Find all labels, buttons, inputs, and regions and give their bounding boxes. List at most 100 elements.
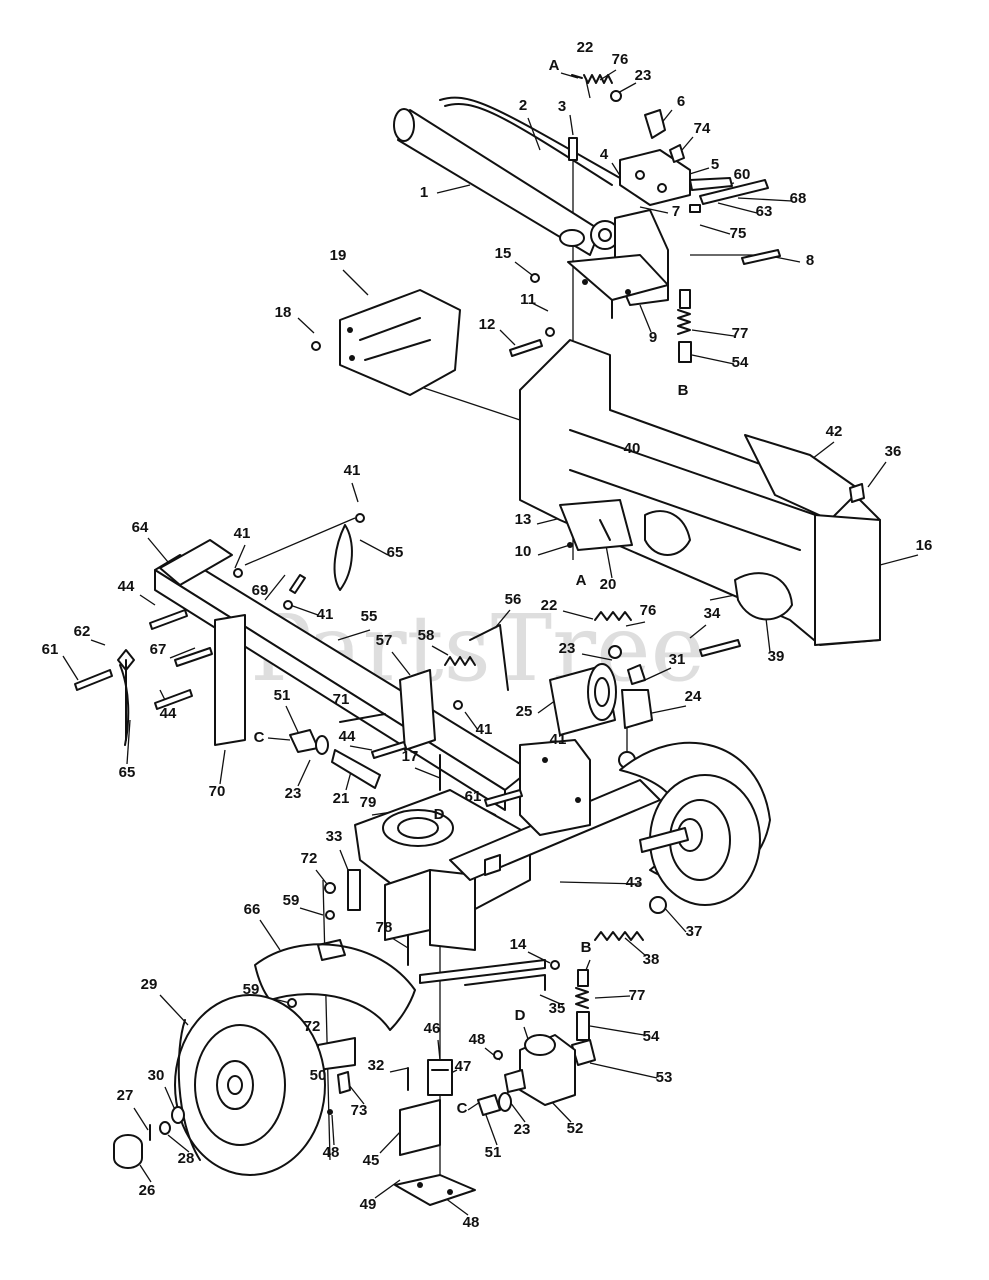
part-callout-77: 77 <box>629 987 646 1004</box>
part-callout-d: D <box>515 1007 526 1024</box>
part-callout-61: 61 <box>465 788 482 805</box>
part-callout-c: C <box>254 729 265 746</box>
part-callout-43: 43 <box>626 874 643 891</box>
part-callout-37: 37 <box>686 923 703 940</box>
part-callout-42: 42 <box>826 423 843 440</box>
nut-11 <box>545 327 555 337</box>
part-callout-45: 45 <box>363 1152 380 1169</box>
part-callout-12: 12 <box>479 316 496 333</box>
part-callout-35: 35 <box>549 1000 566 1017</box>
part-callout-23: 23 <box>514 1121 531 1138</box>
part-callout-41: 41 <box>344 462 361 479</box>
part-callout-22: 22 <box>577 39 594 56</box>
part-callout-32: 32 <box>368 1057 385 1074</box>
bolt-3 <box>568 137 578 161</box>
spring-38 <box>594 931 644 941</box>
part-callout-b: B <box>581 939 592 956</box>
part-callout-74: 74 <box>694 120 711 137</box>
part-callout-63: 63 <box>756 203 773 220</box>
part-callout-51: 51 <box>274 687 291 704</box>
part-callout-54: 54 <box>643 1028 660 1045</box>
part-callout-44: 44 <box>160 705 177 722</box>
rod-56 <box>469 624 509 691</box>
part-callout-23: 23 <box>635 67 652 84</box>
pump-mount-chassis <box>354 739 661 991</box>
part-callout-31: 31 <box>669 651 686 668</box>
part-callout-57: 57 <box>376 632 393 649</box>
part-callout-11: 11 <box>520 291 536 308</box>
part-callout-44: 44 <box>118 578 135 595</box>
part-callout-48: 48 <box>463 1214 480 1231</box>
hydraulic-pump <box>477 1034 576 1116</box>
part-callout-76: 76 <box>640 602 657 619</box>
part-callout-69: 69 <box>252 582 269 599</box>
part-callout-3: 3 <box>558 98 566 115</box>
right-wheel-fender <box>619 741 771 906</box>
part-callout-24: 24 <box>685 688 702 705</box>
part-callout-39: 39 <box>768 648 785 665</box>
oil-filter <box>549 611 653 769</box>
part-callout-28: 28 <box>178 1150 195 1167</box>
part-callout-56: 56 <box>505 591 522 608</box>
part-callout-75: 75 <box>730 225 747 242</box>
part-callout-55: 55 <box>361 608 378 625</box>
part-callout-71: 71 <box>333 691 350 708</box>
part-callout-72: 72 <box>301 850 318 867</box>
part-callout-67: 67 <box>150 641 167 658</box>
part-callout-41: 41 <box>476 721 493 738</box>
part-callout-51: 51 <box>485 1144 502 1161</box>
part-callout-62: 62 <box>74 623 91 640</box>
part-callout-21: 21 <box>333 790 350 807</box>
part-callout-76: 76 <box>612 51 629 68</box>
left-wheel <box>174 994 326 1176</box>
part-callout-a: A <box>549 57 560 74</box>
part-callout-30: 30 <box>148 1067 165 1084</box>
part-callout-47: 47 <box>455 1058 472 1075</box>
part-callout-6: 6 <box>677 93 685 110</box>
part-callout-41: 41 <box>317 606 334 623</box>
part-callout-46: 46 <box>424 1020 441 1037</box>
part-callout-59: 59 <box>243 981 260 998</box>
bracket-57 <box>399 669 436 751</box>
part-callout-48: 48 <box>469 1031 486 1048</box>
hub-cap <box>113 1106 185 1169</box>
part-callout-2: 2 <box>519 97 527 114</box>
part-callout-53: 53 <box>656 1069 673 1086</box>
part-callout-66: 66 <box>244 901 261 918</box>
nut-18 <box>311 341 321 351</box>
part-callout-10: 10 <box>515 543 532 560</box>
main-beam <box>519 339 881 657</box>
part-callout-36: 36 <box>885 443 902 460</box>
part-callout-20: 20 <box>600 576 617 593</box>
valve-spring-top <box>571 74 622 102</box>
part-callout-14: 14 <box>510 936 527 953</box>
part-callout-41: 41 <box>550 731 567 748</box>
part-callout-41: 41 <box>234 525 251 542</box>
part-callout-8: 8 <box>806 252 814 269</box>
bolt-8 <box>741 249 781 265</box>
part-callout-61: 61 <box>42 641 59 658</box>
hose-coupling-21 <box>289 729 381 789</box>
part-callout-23: 23 <box>285 785 302 802</box>
part-callout-9: 9 <box>649 329 657 346</box>
spring-58 <box>444 656 476 666</box>
part-callout-c: C <box>457 1100 468 1117</box>
part-callout-59: 59 <box>283 892 300 909</box>
part-callout-1: 1 <box>420 184 428 201</box>
part-callout-54: 54 <box>732 354 749 371</box>
bolt-12 <box>509 339 543 357</box>
part-callout-22: 22 <box>541 597 558 614</box>
part-callout-17: 17 <box>402 748 419 765</box>
part-callout-19: 19 <box>330 247 347 264</box>
wedge-block <box>567 209 669 319</box>
part-callout-29: 29 <box>141 976 158 993</box>
hydraulic-cylinder <box>393 96 621 256</box>
part-callout-60: 60 <box>734 166 751 183</box>
part-callout-49: 49 <box>360 1196 377 1213</box>
part-callout-77: 77 <box>732 325 749 342</box>
part-callout-26: 26 <box>139 1182 156 1199</box>
hose-upper <box>677 289 692 363</box>
part-callout-44: 44 <box>339 728 356 745</box>
